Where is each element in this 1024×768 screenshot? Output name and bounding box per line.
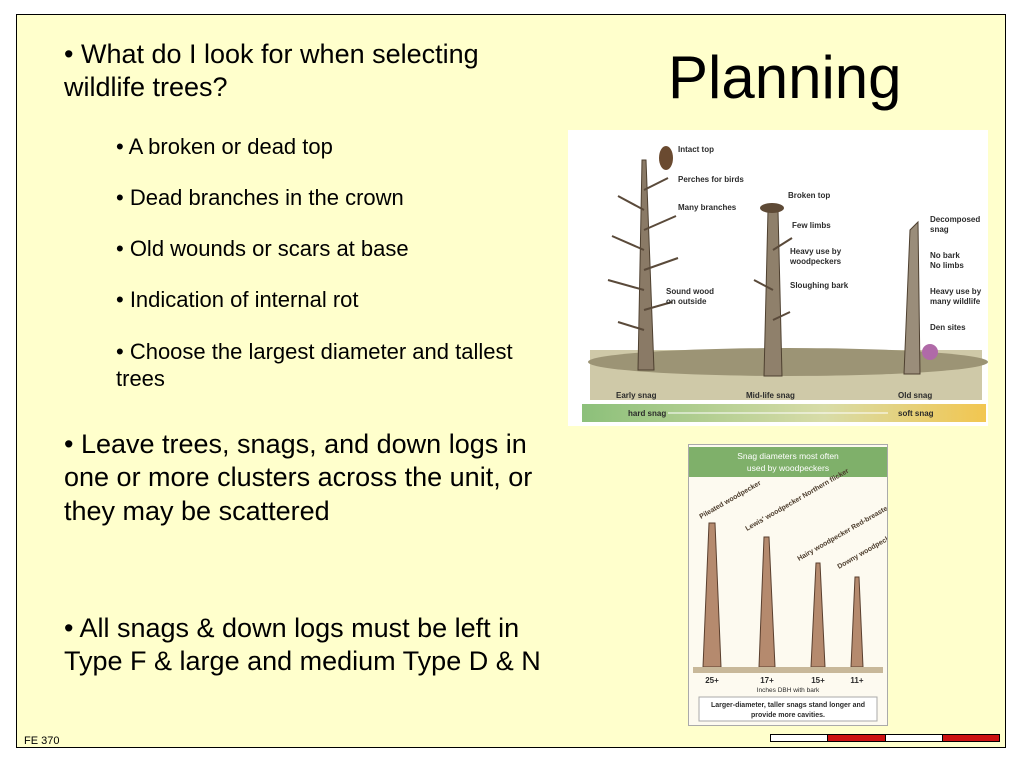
scale-segment [942, 735, 999, 741]
label-few-limbs: Few limbs [792, 221, 831, 230]
footer-course-code: FE 370 [24, 735, 60, 747]
header-line-2: used by woodpeckers [747, 463, 829, 473]
snag-11-inch [850, 576, 864, 668]
old-snag-tree [903, 220, 938, 375]
snag-diameter-illustration: Snag diameters most often used by woodpe… [689, 447, 971, 722]
snag-25-inch [702, 522, 722, 668]
label-soft-snag: soft snag [898, 409, 934, 418]
owl-shape [659, 146, 673, 170]
snag-stages-figure: Intact top Perches for birds Many branch… [568, 130, 988, 426]
label-hard-snag: hard snag [628, 409, 666, 418]
diameter-25: 25+ [705, 676, 719, 685]
early-snag-tree [607, 146, 679, 371]
label-many-branches: Many branches [678, 203, 737, 212]
scale-segment [771, 735, 829, 741]
snag-15-inch [810, 562, 826, 668]
flower-shape [922, 344, 938, 360]
caption-line-1: Larger-diameter, taller snags stand long… [711, 702, 865, 709]
sub-bullet-old-wounds: • Old wounds or scars at base [116, 236, 409, 261]
species-pileated: Pileated woodpecker [699, 480, 763, 521]
diameter-15: 15+ [811, 676, 825, 685]
ground-shadow [588, 348, 988, 376]
label-no-limbs: No limbs [930, 261, 964, 270]
label-den-sites: Den sites [930, 323, 966, 332]
label-perches: Perches for birds [678, 175, 744, 184]
species-lewis: Lewis' woodpecker Northern flicker [745, 468, 851, 533]
label-early-snag: Early snag [616, 391, 657, 400]
label-no-bark: No bark [930, 251, 960, 260]
label-sound-wood-2: on outside [666, 297, 707, 306]
label-old-snag: Old snag [898, 391, 932, 400]
label-sloughing-bark: Sloughing bark [790, 281, 849, 290]
label-intact-top: Intact top [678, 145, 714, 154]
sub-bullet-dead-branches: • Dead branches in the crown [116, 185, 404, 210]
label-mid-life-snag: Mid-life snag [746, 391, 795, 400]
slide-title: Planning [668, 44, 902, 111]
label-decomposed-1: Decomposed [930, 215, 980, 224]
bullet-leave-trees: • Leave trees, snags, and down logs in o… [64, 429, 533, 526]
label-broken-top: Broken top [788, 191, 830, 200]
caption-line-2: provide more cavities. [751, 712, 825, 719]
nest-shape [760, 203, 784, 213]
label-heavy-use-2: woodpeckers [789, 257, 842, 266]
diameter-unit: Inches DBH with bark [757, 687, 820, 694]
figure-header-band [689, 447, 887, 477]
question-bullet: • What do I look for when selecting wild… [64, 39, 479, 103]
label-heavy-many-2: many wildlife [930, 297, 981, 306]
snag-diameter-figure: Snag diameters most often used by woodpe… [688, 444, 971, 726]
label-decomposed-2: snag [930, 225, 949, 234]
snag-17-inch [758, 536, 776, 668]
sub-bullet-internal-rot: • Indication of internal rot [116, 287, 359, 312]
scale-bar [770, 734, 1000, 742]
sub-bullet-largest-diameter: • Choose the largest diameter and talles… [116, 339, 513, 392]
scale-segment [885, 735, 943, 741]
diameter-17: 17+ [760, 676, 774, 685]
header-line-1: Snag diameters most often [737, 451, 839, 461]
label-heavy-use-1: Heavy use by [790, 247, 842, 256]
sub-bullet-broken-top: • A broken or dead top [116, 134, 333, 159]
figure-ground [693, 667, 883, 673]
label-sound-wood-1: Sound wood [666, 287, 714, 296]
bullet-all-snags: • All snags & down logs must be left in … [64, 613, 541, 677]
scale-segment [828, 735, 886, 741]
mid-life-snag-tree [753, 203, 793, 377]
label-heavy-many-1: Heavy use by [930, 287, 982, 296]
diameter-11: 11+ [850, 676, 863, 685]
caption-box [698, 696, 878, 722]
snag-stages-illustration: Intact top Perches for birds Many branch… [582, 145, 988, 422]
